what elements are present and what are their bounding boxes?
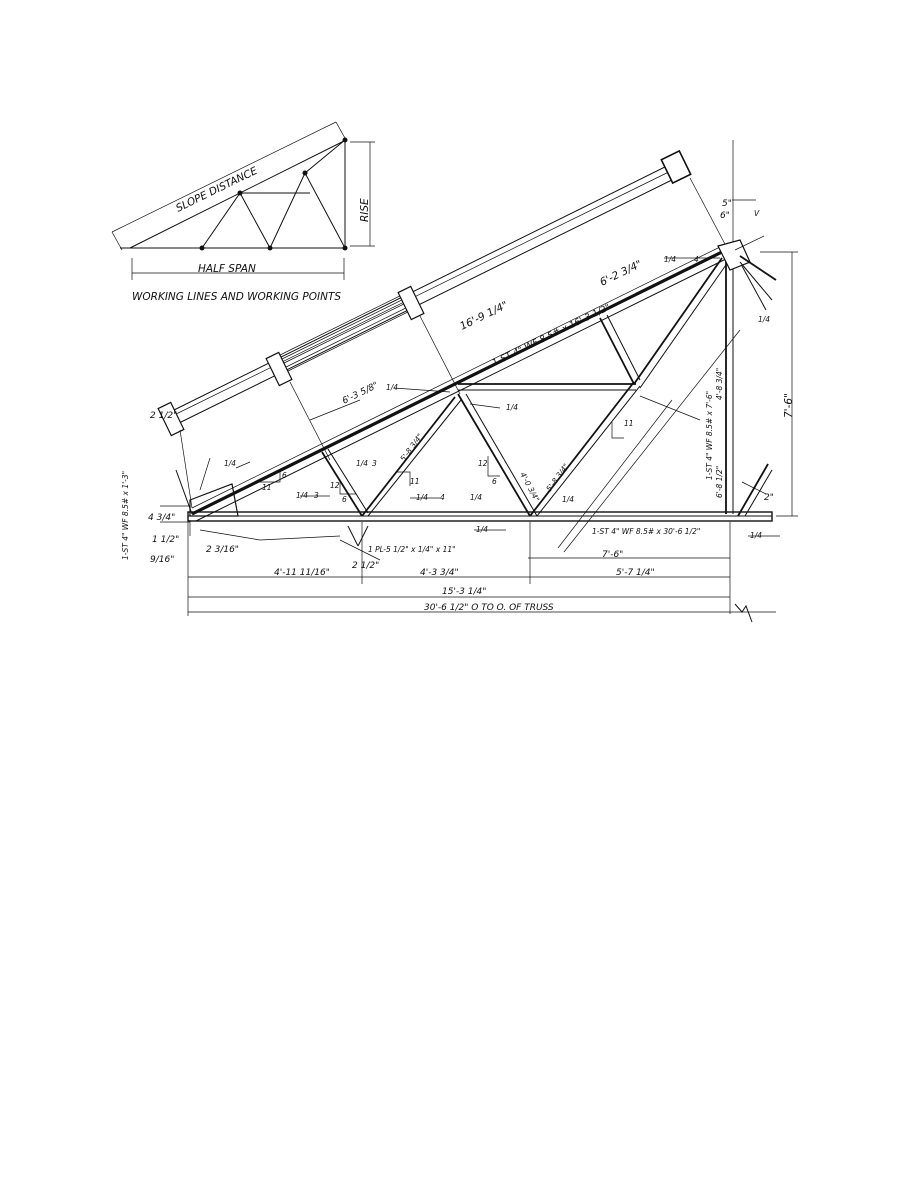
dim-web-a: 5'-8 3/4" (398, 432, 424, 463)
slope-marks: 6 11 12 6 11 12 6 11 (256, 419, 634, 504)
member-bottom-chord: 1-ST 4" WF 8.5# x 30'-6 1/2" (592, 527, 700, 536)
dim-gusset-a: 1 1/2" (152, 535, 179, 545)
dim-peak-b: 6" (720, 211, 730, 221)
weld-num-4: 4 (440, 493, 445, 502)
weld-9: 1/4 (476, 525, 488, 534)
weld-7: 1/4 (470, 493, 482, 502)
slope-6-c: 6 (492, 477, 497, 486)
slope-12-a: 12 (330, 481, 340, 490)
weld-symbols: 1/4 1/4 1/4 1/4 1/4 1/4 1/4 1/4 1/4 1/4 … (224, 209, 770, 540)
heel-detail (160, 469, 341, 541)
member-top-chord: 1-ST 4" WF 8.5# x 16'-3 1/2" (491, 303, 612, 369)
weld-num-3b: 3 (314, 491, 319, 500)
weld-5: 1/4 (386, 383, 398, 392)
weld-13: V (754, 209, 760, 218)
slope-6-a: 6 (282, 471, 287, 480)
bottom-plate (339, 525, 381, 561)
bottom-chord (187, 511, 773, 522)
dim-vert-b: 6'-8 1/2" (715, 466, 724, 498)
inset-working-points (199, 137, 348, 251)
weld-11: 1/4 (750, 531, 762, 540)
dim-top-slope-left: 6'-3 5/8" (341, 381, 380, 407)
dim-top-slope-right: 6'-2 3/4" (598, 258, 644, 289)
weld-6: 1/4 (506, 403, 518, 412)
weld-8: 1/4 (562, 495, 574, 504)
dim-heel-offset: 2 1/2" (150, 411, 177, 421)
member-vertical: 1-ST 4" WF 8.5# x 7'-6" (705, 391, 714, 480)
weld-num-3: 3 (372, 459, 377, 468)
weld-3: 1/4 (356, 459, 368, 468)
weld-1: 1/4 (224, 459, 236, 468)
right-brace (737, 463, 773, 517)
inset-caption: WORKING LINES AND WORKING POINTS (132, 291, 341, 303)
weld-2: 1/4 (296, 491, 308, 500)
dim-rise: 7'-6" (783, 393, 795, 418)
leader-lines (235, 257, 780, 537)
weld-4: 1/4 (416, 493, 428, 502)
dim-full-span: 30'-6 1/2" O TO O. OF TRUSS (424, 603, 554, 613)
dim-gusset-b: 9/16" (150, 555, 174, 565)
slope-11-a: 11 (262, 483, 272, 492)
slope-12-b: 12 (478, 459, 488, 468)
dim-half-span: 15'-3 1/4" (442, 587, 486, 597)
inset-slope-dim (111, 121, 337, 233)
dim-right-bottom: 2" (764, 493, 774, 503)
web-members (321, 257, 729, 517)
dim-heel-thickness: 4 3/4" (148, 513, 175, 523)
dim-web-b: 5'-8 3/4" (544, 462, 570, 493)
dim-gusset-d: 2 1/2" (352, 561, 379, 571)
horizontal-dimensions: 4'-11 11/16" 4'-3 3/4" 5'-7 1/4" 7'-6" 1… (187, 522, 776, 623)
rise-dimension: 7'-6" (760, 251, 798, 517)
inset-rise-label: RISE (359, 198, 371, 222)
dim-panel-2: 4'-3 3/4" (420, 568, 459, 578)
dim-right-7-6: 7'-6" (602, 550, 623, 560)
slope-11-c: 11 (624, 419, 634, 428)
dim-web-c: 4'-0 3/4" (518, 471, 541, 504)
dim-panel-1: 4'-11 11/16" (274, 568, 330, 578)
weld-num-4b: 4 (694, 255, 699, 264)
inset-half-span-label: HALF SPAN (198, 263, 256, 275)
main-truss (157, 140, 777, 561)
slope-6-b: 6 (342, 495, 347, 504)
member-left-chord: 1-ST 4" WF 8.5# x 1'-3" (121, 471, 130, 560)
rafter-hatch (277, 289, 421, 373)
dim-top-slope: 16'-9 1/4" (458, 299, 510, 332)
dim-peak-a: 5" (722, 199, 732, 209)
inset-upper-web (304, 139, 346, 174)
center-vertical (725, 140, 734, 514)
member-plate: 1 PL-5 1/2" x 1/4" x 11" (368, 545, 456, 554)
weld-12: 1/4 (758, 315, 770, 324)
peak-detail (717, 199, 777, 311)
rafter-extension (157, 149, 727, 509)
web-labels: 5'-8 3/4" 5'-8 3/4" 4'-0 3/4" 4'-8 3/4" … (398, 199, 774, 536)
weld-10: 1/4 (664, 255, 676, 264)
dim-panel-3: 5'-7 1/4" (616, 568, 655, 578)
diagonal-dims (199, 329, 741, 553)
slope-11-b: 11 (410, 477, 420, 486)
top-chord (191, 242, 733, 522)
dim-vert-a: 4'-8 3/4" (715, 368, 724, 400)
dim-gusset-c: 2 3/16" (206, 545, 239, 555)
inset-diagram: SLOPE DISTANCE RISE HALF SPAN WORKING LI… (111, 121, 375, 303)
left-labels: 1-ST 4" WF 8.5# x 1'-3" 4 3/4" 2 1/2" 1 … (121, 411, 456, 571)
